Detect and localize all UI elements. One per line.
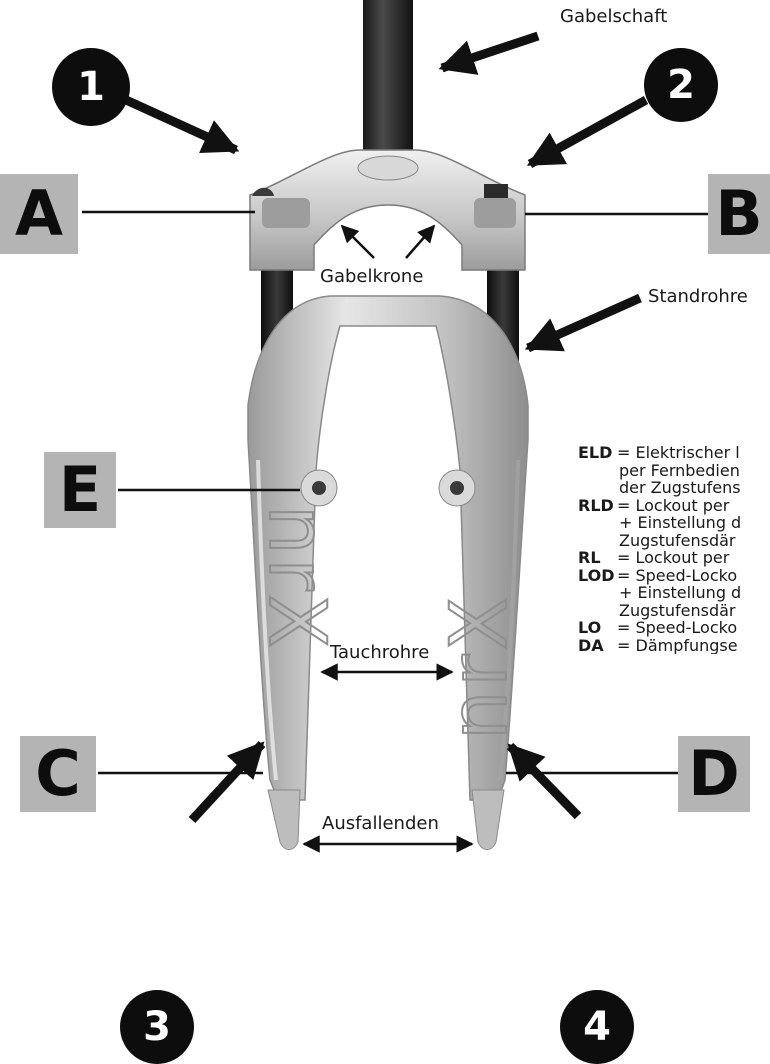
legend-text: der Zugstufens	[619, 479, 741, 497]
legend-entry-continuation: der Zugstufens	[578, 479, 770, 497]
stanchions-label: Standrohre	[648, 286, 748, 307]
legend-entry-continuation: Zugstufensdär	[578, 532, 770, 550]
legend-text: + Einstellung d	[619, 584, 741, 602]
number-4: 4	[560, 990, 634, 1064]
legend-abbreviation: LOD	[578, 567, 617, 585]
legend-text: = Speed-Locko	[617, 567, 737, 585]
legend-abbreviation: LO	[578, 619, 617, 637]
legend-text: = Elektrischer l	[617, 444, 740, 462]
legend-text: Zugstufensdär	[619, 602, 736, 620]
legend-entry-continuation: + Einstellung d	[578, 514, 770, 532]
number-3: 3	[120, 990, 194, 1064]
legend-entry-continuation: per Fernbedien	[578, 462, 770, 480]
badge-a: A	[0, 174, 78, 254]
number-1: 1	[52, 48, 130, 126]
dropouts-label: Ausfallenden	[322, 813, 439, 834]
legend-abbreviation: ELD	[578, 444, 617, 462]
legend-entry: RLD= Lockout per	[578, 497, 770, 515]
steerer-tube	[363, 0, 413, 170]
fork-crown	[250, 150, 525, 270]
legend-entry: DA= Dämpfungse	[578, 637, 770, 655]
legend-text: + Einstellung d	[619, 514, 741, 532]
number-2: 2	[644, 48, 718, 122]
legend-entry-continuation: + Einstellung d	[578, 584, 770, 602]
badge-c: C	[20, 736, 96, 812]
badge-d: D	[678, 736, 750, 812]
legend-abbreviation: RLD	[578, 497, 617, 515]
steerer-label: Gabelschaft	[560, 6, 667, 27]
legend-text: Zugstufensdär	[619, 532, 736, 550]
legend-entry: ELD= Elektrischer l	[578, 444, 770, 462]
lowers-label: Tauchrohre	[330, 642, 429, 663]
fork-branding-right: nrX	[435, 593, 525, 740]
badge-b: B	[708, 174, 770, 254]
legend-text: = Speed-Locko	[617, 619, 737, 637]
legend-abbreviation: RL	[578, 549, 617, 567]
legend-abbreviation: DA	[578, 637, 617, 655]
legend-text: = Lockout per	[617, 497, 729, 515]
legend-entry: LOD= Speed-Locko	[578, 567, 770, 585]
legend-text: = Lockout per	[617, 549, 729, 567]
legend-entry-continuation: Zugstufensdär	[578, 602, 770, 620]
legend-entry: LO= Speed-Locko	[578, 619, 770, 637]
legend-entry: RL= Lockout per	[578, 549, 770, 567]
badge-e: E	[44, 452, 116, 528]
legend-text: = Dämpfungse	[617, 637, 738, 655]
legend-text: per Fernbedien	[619, 462, 740, 480]
crown-label: Gabelkrone	[320, 266, 423, 287]
fork-branding-left: nrX	[251, 505, 341, 652]
